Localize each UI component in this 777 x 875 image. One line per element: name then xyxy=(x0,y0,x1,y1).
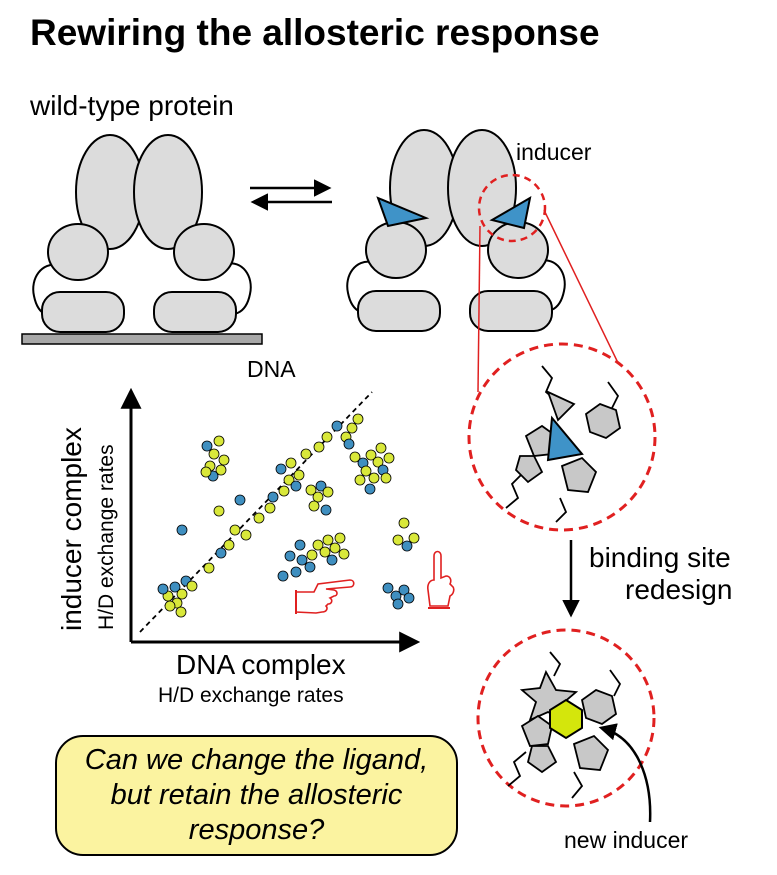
binding-site-redesigned xyxy=(476,628,656,808)
mid-lobe-right xyxy=(173,223,235,281)
pointing-hand-up-icon xyxy=(427,550,455,609)
pointing-hand-right-icon xyxy=(295,579,355,614)
dna-binding-domain-left xyxy=(41,291,125,333)
top-lobe-right xyxy=(133,134,203,250)
residue-ring-b xyxy=(514,455,544,484)
x-axis-label: DNA complex xyxy=(176,649,346,680)
zoom-line-left xyxy=(477,225,481,393)
residue-hexagon xyxy=(584,402,622,440)
wild-type-label: wild-type protein xyxy=(30,90,234,121)
new-inducer-label: new inducer xyxy=(564,827,689,853)
inducer-zoomed xyxy=(546,415,584,462)
wild-type-protein xyxy=(32,134,252,333)
inducer-right xyxy=(489,196,532,230)
new-inducer-shape xyxy=(549,698,583,740)
inducer-left xyxy=(376,196,430,228)
y-axis-sublabel: H/D exchange rates xyxy=(95,444,118,630)
y-axis-label: inducer complex xyxy=(56,427,87,631)
dna-bar xyxy=(21,333,263,345)
residue-pentagon xyxy=(560,456,598,493)
dna-label: DNA xyxy=(247,356,296,382)
scatter-points xyxy=(157,413,420,618)
redesign-label-line2: redesign xyxy=(625,574,733,605)
new-inducer-pointer xyxy=(598,723,652,823)
question-text: Can we change the ligand, but retain the… xyxy=(84,744,429,846)
x-axis-sublabel: H/D exchange rates xyxy=(158,684,344,707)
inducer-label: inducer xyxy=(516,139,592,165)
residue-pentagon-2 xyxy=(572,734,610,771)
plot-axes xyxy=(120,387,421,653)
dna-binding-domain-right xyxy=(153,291,237,333)
mid-lobe-left xyxy=(47,223,109,281)
redesign-label-line1: binding site xyxy=(589,542,731,573)
page-title: Rewiring the allosteric response xyxy=(30,12,600,53)
residue-triangle xyxy=(546,390,576,422)
question-box: Can we change the ligand, but retain the… xyxy=(55,735,458,856)
residue-ring-c xyxy=(520,714,554,747)
binding-site-highlight xyxy=(477,173,547,243)
equilibrium-arrows xyxy=(250,179,332,211)
binding-site-wildtype xyxy=(467,342,657,532)
residue-ring-d xyxy=(526,745,558,774)
